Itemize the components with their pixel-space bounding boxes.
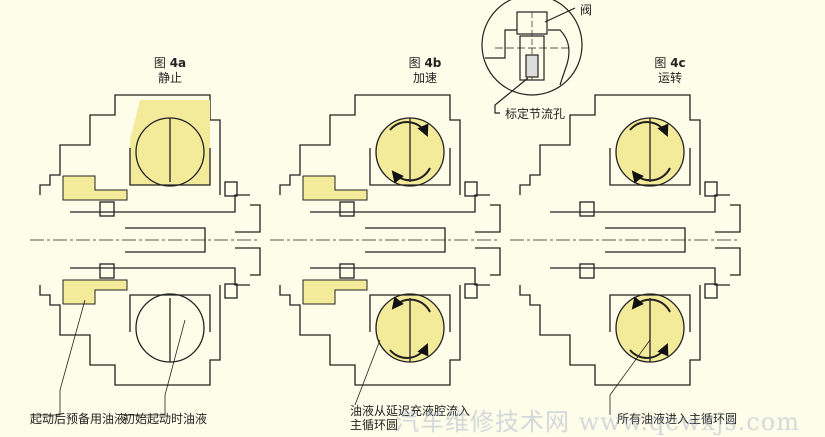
flow-arrow-icon [631, 296, 671, 313]
shaft-end [475, 247, 501, 276]
valve-label: 阀 [580, 3, 593, 17]
bearing [579, 201, 595, 217]
initial-oil-label: 初始起动时油液 [123, 412, 208, 426]
leader-line [609, 339, 651, 415]
lower-half [39, 94, 261, 233]
coupling-figure-4b [270, 94, 501, 386]
oil-delay-chamber [62, 175, 128, 201]
fig-number: 4a [169, 56, 187, 70]
bearing [704, 283, 718, 299]
figure-4c-title: 图 4c 运转 [640, 56, 700, 86]
fig-number: 4c [670, 56, 686, 70]
bearing [579, 263, 595, 279]
bearing [464, 283, 478, 299]
flow-arrow-icon [631, 167, 671, 184]
shaft-outline [70, 194, 250, 213]
runner [609, 148, 691, 186]
coupling-figure-4c [510, 94, 741, 386]
shaft-end [715, 204, 741, 233]
coupling-figure-4a [30, 94, 261, 386]
fig-label: 图 [408, 56, 421, 70]
delay-flow-label: 油液从延迟充液腔流入 主循环圆 [350, 404, 470, 432]
fig-number: 4b [424, 56, 442, 70]
bearing [339, 201, 355, 217]
bearing [99, 201, 115, 217]
delay-flow-line1: 油液从延迟充液腔流入 [350, 404, 471, 418]
shaft-outline [550, 267, 730, 286]
runner [609, 294, 691, 332]
lower-half [519, 94, 741, 233]
input-shaft [125, 227, 206, 253]
oil-delay-chamber [62, 279, 128, 305]
fig-label: 图 [153, 56, 166, 70]
fig-state: 静止 [157, 71, 182, 85]
lower-half [279, 94, 501, 233]
fig-state: 加速 [412, 71, 437, 85]
flow-arrow-icon [391, 167, 431, 184]
oil-delay-chamber [302, 279, 368, 305]
input-shaft [605, 227, 686, 253]
detail-magnifier [481, 0, 583, 114]
flow-arrow-icon [389, 121, 429, 137]
bearing [464, 181, 478, 197]
bearing [339, 263, 355, 279]
delay-flow-line2: 主循环圆 [350, 418, 399, 432]
bearing [224, 181, 238, 197]
flow-arrow-icon [629, 121, 669, 137]
upper-half [39, 247, 261, 386]
upper-half [279, 247, 501, 386]
flow-arrow-icon [391, 296, 431, 313]
shaft-outline [310, 194, 490, 213]
oil-delay-chamber [302, 175, 368, 201]
shaft-end [235, 204, 261, 233]
all-oil-label: 所有油液进入主循环圆 [617, 412, 738, 426]
watermark: 汽车维修技术网 www.qcwxjs.com [395, 408, 800, 436]
leader-line [30, 299, 86, 416]
runner [369, 148, 451, 186]
fig-state: 运转 [657, 71, 682, 85]
figure-4a-title: 图 4a 静止 [140, 56, 200, 86]
leader-line [125, 319, 186, 416]
shaft-end [235, 247, 261, 276]
runner [129, 294, 211, 332]
fig-label: 图 [654, 56, 667, 70]
shaft-outline [70, 267, 250, 286]
bearing [224, 283, 238, 299]
shaft-outline [310, 267, 490, 286]
runner [129, 148, 211, 186]
orifice-label: 标定节流孔 [505, 107, 566, 121]
flow-arrow-icon [389, 343, 429, 359]
flow-arrow-icon [629, 343, 669, 359]
bearing [704, 181, 718, 197]
leader-line [354, 339, 381, 406]
input-shaft [365, 227, 446, 253]
bearing [99, 263, 115, 279]
shaft-end [475, 204, 501, 233]
runner [369, 294, 451, 332]
shaft-outline [550, 194, 730, 213]
figure-4b-title: 图 4b 加速 [395, 56, 455, 86]
upper-half [519, 247, 741, 386]
standby-oil-label: 起动后预备用油液 [30, 412, 127, 426]
shaft-end [715, 247, 741, 276]
